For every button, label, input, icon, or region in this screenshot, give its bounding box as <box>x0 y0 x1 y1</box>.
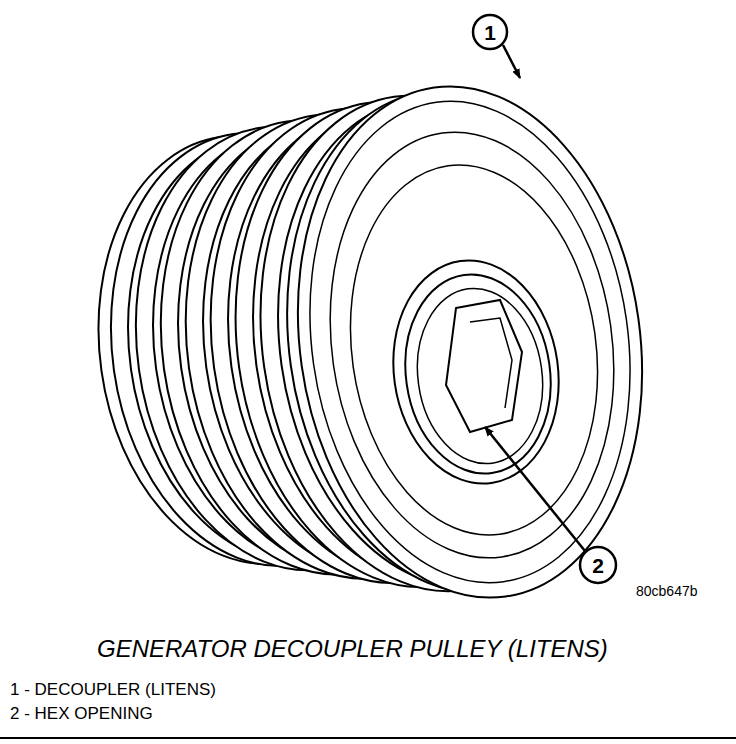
legend-line: 2 - HEX OPENING <box>10 705 153 724</box>
figure-code: 80cb647b <box>636 584 698 599</box>
callout-leaders <box>473 15 616 583</box>
callout-number: 2 <box>592 554 604 577</box>
legend-line: 1 - DECOUPLER (LITENS) <box>10 681 216 700</box>
figure-caption: GENERATOR DECOUPLER PULLEY (LITENS) <box>97 636 608 662</box>
pulley-body <box>72 64 675 620</box>
rule-line <box>0 737 736 739</box>
callout-number: 1 <box>484 21 496 44</box>
